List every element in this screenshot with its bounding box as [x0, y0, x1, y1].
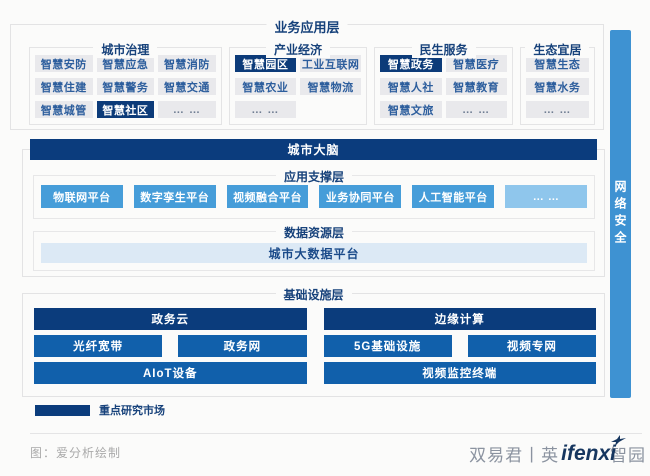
business-column-title: 生态宜居 — [525, 41, 590, 58]
watermark-text-right: 智园 — [610, 446, 646, 465]
business-column-grid: 智慧政务智慧医疗智慧人社智慧教育智慧文旅… … — [380, 55, 507, 118]
app-cell: 智慧交通 — [158, 78, 216, 95]
network-security-bar: 网络安全 — [610, 30, 631, 398]
infra-cell: AIoT设备 — [34, 362, 307, 384]
infra-row: 5G基础设施视频专网 — [323, 335, 596, 357]
business-column-grid: 智慧生态智慧水务 … … — [525, 55, 590, 118]
business-application-layer-title: 业务应用层 — [266, 17, 348, 36]
app-cell: 工业互联网 — [299, 55, 362, 72]
app-cell: … … — [445, 101, 507, 118]
watermark-text-left: 双易君丨英 — [469, 446, 560, 465]
city-big-data-platform-bar: 城市大数据平台 — [41, 243, 587, 263]
figure-caption: 图：爱分析绘制 — [30, 446, 122, 460]
app-cell: 智慧警务 — [96, 78, 155, 95]
platform-cell: 物联网平台 — [41, 185, 123, 208]
watermark: 双易君丨英 ifenxi 智园 — [469, 434, 646, 466]
data-resource-layer-title: 数据资源层 — [275, 224, 353, 241]
business-column-2: 民生服务智慧政务智慧医疗智慧人社智慧教育智慧文旅… … — [374, 41, 513, 125]
app-cell: 智慧物流 — [299, 78, 362, 95]
app-cell: … … — [158, 101, 216, 118]
application-support-layer-box: 应用支撑层 物联网平台数字孪生平台视频融合平台业务协同平台人工智能平台 … … — [33, 168, 595, 219]
application-support-layer-title: 应用支撑层 — [275, 168, 353, 185]
app-cell: 智慧农业 — [234, 78, 296, 95]
legend: 重点研究市场 — [35, 402, 165, 418]
business-column-title: 城市治理 — [93, 41, 158, 58]
app-cell: 智慧应急 — [96, 55, 155, 72]
footer-divider — [30, 433, 642, 434]
app-cell: 智慧城管 — [35, 101, 93, 118]
app-cell: … … — [234, 101, 296, 118]
business-column-1: 产业经济智慧园区工业互联网智慧农业智慧物流… … — [228, 41, 368, 125]
business-column-title: 产业经济 — [265, 41, 330, 58]
bird-icon — [611, 434, 626, 446]
business-columns: 城市治理智慧安防智慧应急智慧消防智慧住建智慧警务智慧交通智慧城管智慧社区… …产… — [29, 41, 596, 125]
app-cell: 智慧人社 — [380, 78, 442, 95]
business-column-3: 生态宜居智慧生态智慧水务 … … — [519, 41, 596, 125]
support-platforms-row: 物联网平台数字孪生平台视频融合平台业务协同平台人工智能平台 … … — [41, 185, 587, 208]
legend-label: 重点研究市场 — [99, 405, 165, 417]
infra-cell: 政务云 — [34, 308, 307, 330]
ifenxi-logo: ifenxi — [561, 434, 626, 466]
infra-row: AIoT设备 — [34, 362, 307, 384]
data-resource-layer-box: 数据资源层 城市大数据平台 — [33, 224, 595, 271]
infra-cell: 光纤宽带 — [34, 335, 163, 357]
infra-group-0: 政务云光纤宽带政务网 AIoT设备 — [34, 308, 307, 388]
business-column-grid: 智慧园区工业互联网智慧农业智慧物流… … — [234, 55, 362, 118]
app-cell: 智慧安防 — [35, 55, 93, 72]
platform-cell: 人工智能平台 — [412, 185, 495, 208]
business-column-title: 民生服务 — [411, 41, 476, 58]
business-column-0: 城市治理智慧安防智慧应急智慧消防智慧住建智慧警务智慧交通智慧城管智慧社区… … — [29, 41, 222, 125]
business-application-layer-box: 业务应用层 城市治理智慧安防智慧应急智慧消防智慧住建智慧警务智慧交通智慧城管智慧… — [10, 17, 604, 130]
app-cell: … … — [525, 101, 590, 118]
city-brain-bar: 城市大脑 — [30, 139, 597, 160]
platform-cell: 数字孪生平台 — [133, 185, 216, 208]
infra-row: 视频监控终端 — [323, 362, 596, 384]
app-cell: 智慧生态 — [525, 55, 590, 72]
app-cell: 智慧文旅 — [380, 101, 442, 118]
business-column-grid: 智慧安防智慧应急智慧消防智慧住建智慧警务智慧交通智慧城管智慧社区… … — [35, 55, 216, 118]
platform-cell: … … — [505, 185, 587, 208]
infra-cell: 视频专网 — [467, 335, 596, 357]
infra-row: 政务云 — [34, 308, 307, 330]
app-cell-highlighted: 智慧园区 — [234, 55, 296, 72]
infra-cell: 政务网 — [178, 335, 307, 357]
platform-cell: 视频融合平台 — [226, 185, 309, 208]
app-cell: 智慧教育 — [445, 78, 507, 95]
platform-cell: 业务协同平台 — [319, 185, 402, 208]
ifenxi-logo-text: ifenxi — [561, 441, 616, 465]
app-cell-highlighted: 智慧政务 — [380, 55, 442, 72]
app-cell: 智慧住建 — [35, 78, 93, 95]
infra-cell: 边缘计算 — [323, 308, 596, 330]
app-cell: 智慧消防 — [158, 55, 216, 72]
infrastructure-layer-title: 基础设施层 — [275, 286, 352, 303]
infra-row: 光纤宽带政务网 — [34, 335, 307, 357]
infra-row: 边缘计算 — [323, 308, 596, 330]
infra-cell: 视频监控终端 — [323, 362, 596, 384]
infra-cell: 5G基础设施 — [323, 335, 452, 357]
app-cell: 智慧医疗 — [445, 55, 507, 72]
network-security-label: 网络安全 — [613, 180, 627, 248]
legend-color-swatch — [35, 404, 90, 416]
app-cell-highlighted: 智慧社区 — [96, 101, 155, 118]
app-cell: 智慧水务 — [525, 78, 590, 95]
